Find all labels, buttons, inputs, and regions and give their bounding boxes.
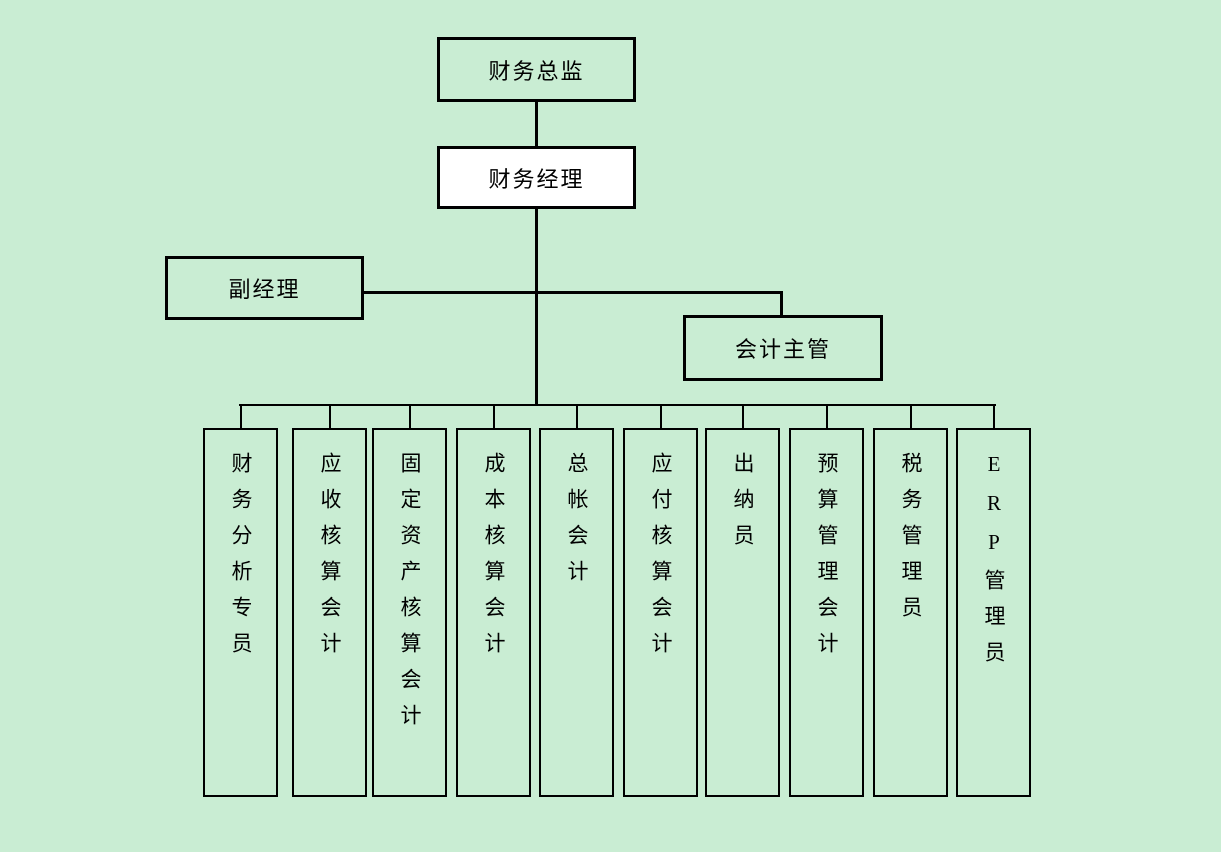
node-position-payables-accountant: 应付核算会计 [623, 405, 698, 797]
connector-director-manager [535, 100, 538, 148]
node-label: ERP管理员 [982, 452, 1006, 677]
connector-supervisor-drop [780, 291, 783, 317]
node-label: 财务经理 [488, 166, 585, 192]
node-label: 副经理 [228, 277, 301, 302]
connector-stub [408, 405, 411, 430]
connector-stub [825, 405, 828, 430]
node-accounting-supervisor: 会计主管 [683, 315, 883, 381]
connector-stub [575, 405, 578, 430]
node-label: 成本核算会计 [482, 452, 506, 668]
connector-stub [992, 405, 995, 430]
node-label: 会计主管 [734, 337, 831, 362]
connector-stub [659, 405, 662, 430]
node-label: 固定资产核算会计 [398, 452, 422, 740]
node-label: 出纳员 [731, 452, 755, 560]
node-position-erp-administrator: ERP管理员 [956, 405, 1031, 797]
node-label: 税务管理员 [899, 452, 923, 632]
node-deputy-manager: 副经理 [165, 256, 364, 320]
node-position-financial-analyst: 财务分析专员 [203, 405, 278, 797]
node-label: 应付核算会计 [649, 452, 673, 668]
node-label: 应收核算会计 [318, 452, 342, 668]
node-position-budget-accountant: 预算管理会计 [789, 405, 864, 797]
connector-deputy-branch [362, 291, 783, 294]
node-label: 财务分析专员 [229, 452, 253, 668]
node-finance-director: 财务总监 [437, 37, 636, 102]
connector-children-bus [239, 404, 996, 406]
node-position-fixed-assets-accountant: 固定资产核算会计 [372, 405, 447, 797]
node-position-cashier: 出纳员 [705, 405, 780, 797]
connector-trunk [535, 207, 538, 406]
connector-stub [492, 405, 495, 430]
node-position-general-ledger-accountant: 总帐会计 [539, 405, 614, 797]
connector-stub [909, 405, 912, 430]
node-label: 总帐会计 [565, 452, 589, 596]
node-label: 财务总监 [488, 58, 585, 84]
node-label: 预算管理会计 [815, 452, 839, 668]
node-position-cost-accountant: 成本核算会计 [456, 405, 531, 797]
node-position-tax-administrator: 税务管理员 [873, 405, 948, 797]
connector-stub [239, 405, 242, 430]
connector-stub [741, 405, 744, 430]
connector-stub [328, 405, 331, 430]
node-position-receivables-accountant: 应收核算会计 [292, 405, 367, 797]
node-finance-manager: 财务经理 [437, 146, 636, 209]
